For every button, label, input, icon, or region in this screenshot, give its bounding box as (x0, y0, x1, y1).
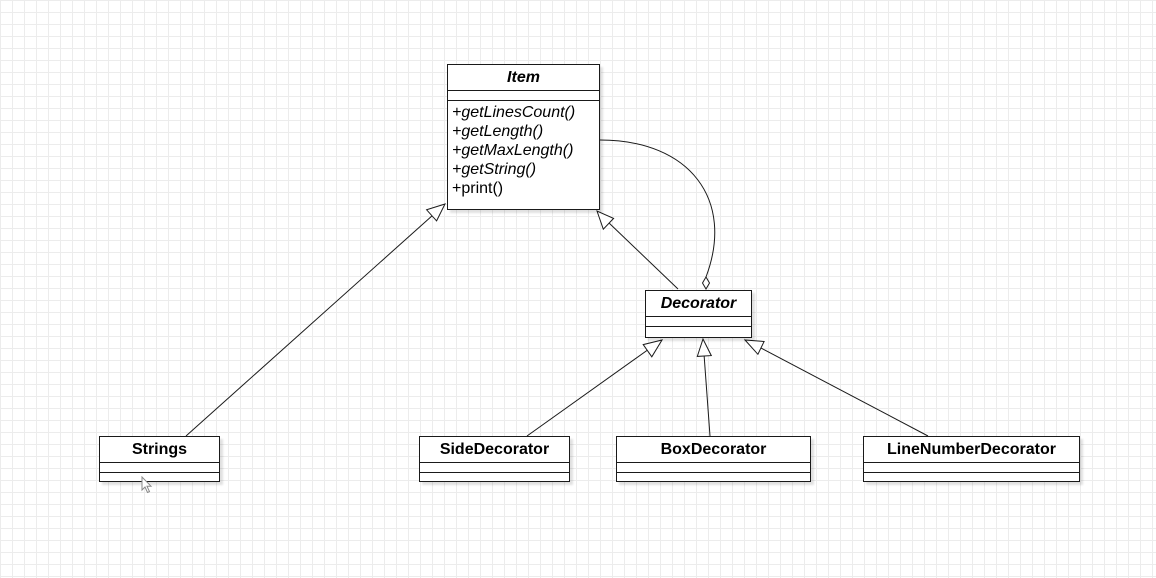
class-line-number-decorator-operations (864, 473, 1079, 482)
strings-to-item-generalization-line[interactable] (185, 214, 434, 437)
class-strings-attributes (100, 463, 219, 473)
class-item-operations: +getLinesCount() +getLength() +getMaxLen… (448, 101, 599, 200)
class-side-decorator-operations (420, 473, 569, 482)
class-line-number-decorator[interactable]: LineNumberDecorator (863, 436, 1080, 482)
box-decorator-arrowhead (696, 337, 713, 357)
class-line-number-decorator-attributes (864, 463, 1079, 473)
class-side-decorator-attributes (420, 463, 569, 473)
class-box-decorator[interactable]: BoxDecorator (616, 436, 811, 482)
class-strings[interactable]: Strings (99, 436, 220, 482)
class-decorator[interactable]: Decorator (645, 290, 752, 338)
operation-print: +print() (452, 180, 504, 197)
class-box-decorator-operations (617, 473, 810, 482)
class-box-decorator-attributes (617, 463, 810, 473)
decorator-to-item-generalization-line[interactable] (607, 221, 679, 290)
class-decorator-name: Decorator (646, 291, 751, 317)
class-strings-operations (100, 473, 219, 482)
class-side-decorator-name: SideDecorator (420, 437, 569, 463)
class-decorator-operations (646, 327, 751, 336)
line-number-decorator-to-decorator-line[interactable] (758, 346, 929, 437)
aggregation-diamond (701, 276, 711, 290)
strings-to-item-arrowhead (425, 203, 446, 222)
decorator-to-item-aggregation-line[interactable] (599, 139, 716, 278)
side-decorator-arrowhead (642, 339, 664, 358)
class-item[interactable]: Item +getLinesCount() +getLength() +getM… (447, 64, 600, 210)
operation-get-max-length: +getMaxLength() (452, 142, 574, 159)
class-box-decorator-name: BoxDecorator (617, 437, 810, 463)
operation-get-lines-count: +getLinesCount() (452, 104, 576, 121)
class-decorator-attributes (646, 317, 751, 327)
class-strings-name: Strings (100, 437, 219, 463)
side-decorator-to-decorator-line[interactable] (526, 348, 650, 437)
class-item-name: Item (448, 65, 599, 91)
operation-get-length: +getLength() (452, 123, 544, 140)
class-side-decorator[interactable]: SideDecorator (419, 436, 570, 482)
operation-get-string: +getString() (452, 161, 537, 178)
class-line-number-decorator-name: LineNumberDecorator (864, 437, 1079, 463)
box-decorator-to-decorator-line[interactable] (703, 353, 711, 437)
class-item-attributes (448, 91, 599, 101)
decorator-to-item-arrowhead (596, 210, 615, 231)
mouse-pointer-icon (141, 476, 153, 494)
line-number-decorator-arrowhead (743, 339, 765, 356)
